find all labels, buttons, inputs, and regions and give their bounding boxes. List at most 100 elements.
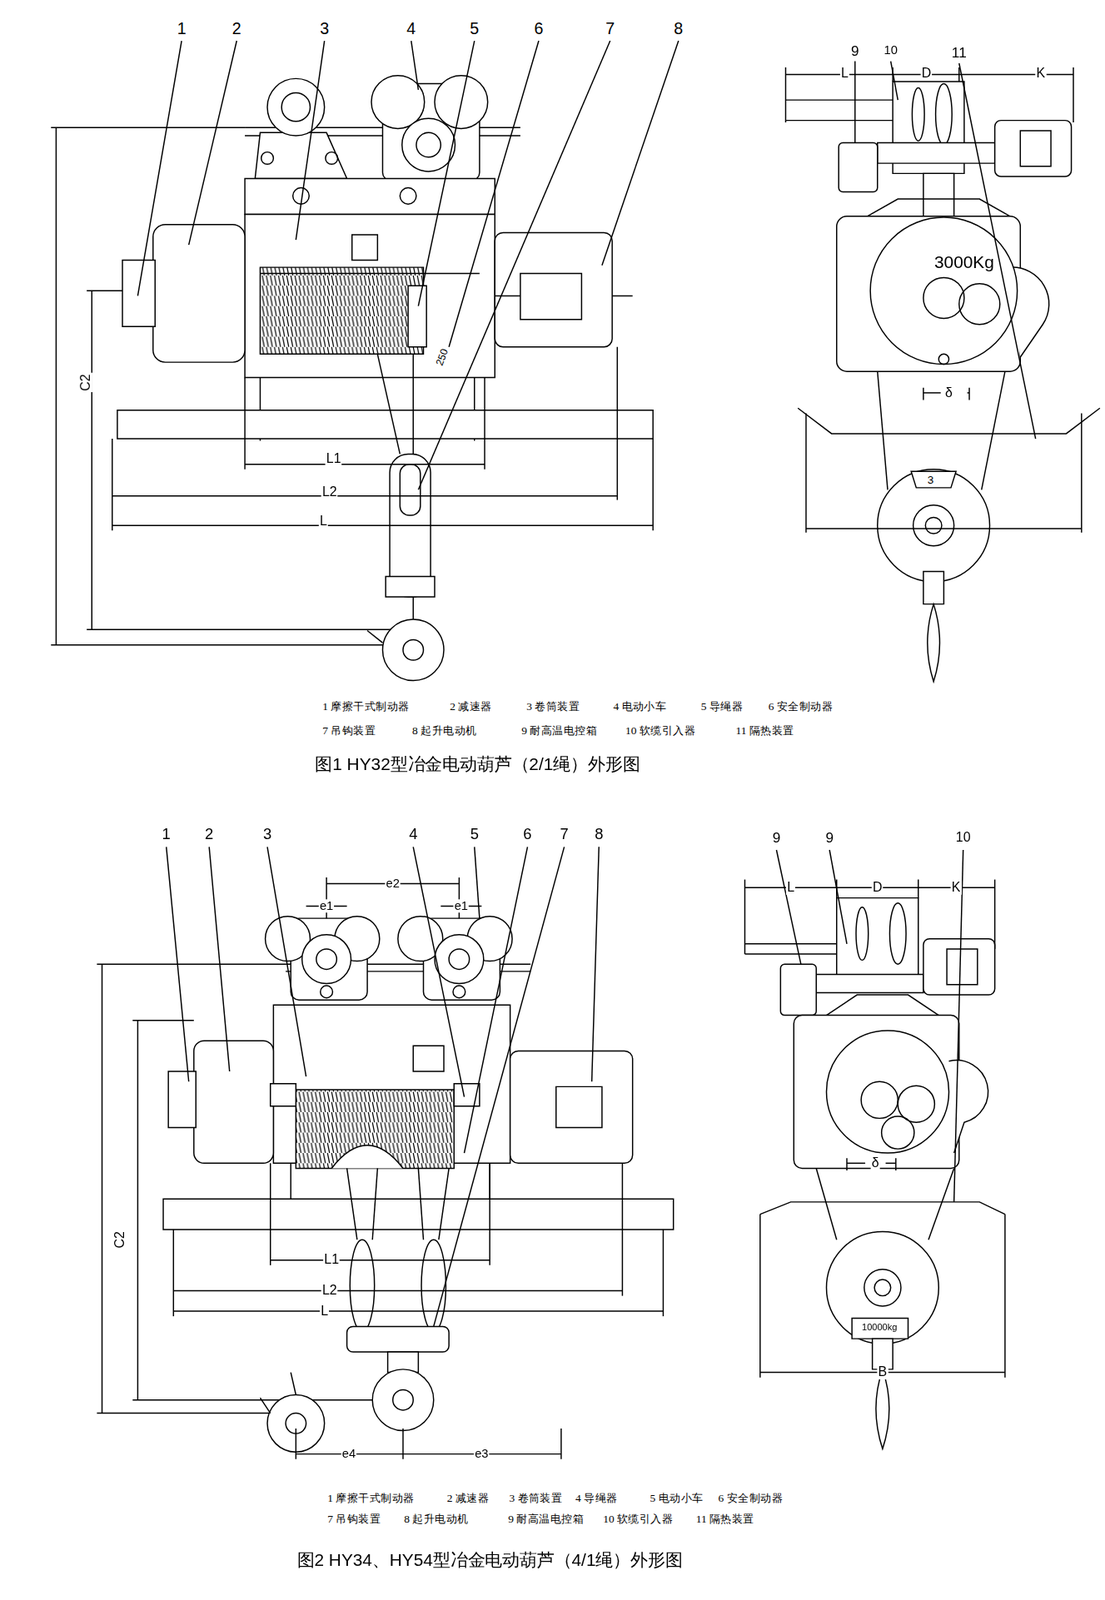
dimension-label: L1 bbox=[323, 1253, 340, 1269]
drawing-circle bbox=[302, 935, 352, 985]
drawing-line bbox=[846, 1158, 847, 1171]
drawing-line bbox=[418, 40, 474, 307]
drawing-rect bbox=[352, 234, 379, 261]
callout-number: 1 bbox=[160, 826, 172, 844]
drawing-ellipse bbox=[889, 903, 906, 966]
drawing-line bbox=[418, 40, 610, 490]
drawing-line bbox=[981, 371, 1006, 490]
drawing-line bbox=[173, 1229, 175, 1317]
drawing-line bbox=[652, 438, 654, 531]
drawing-line bbox=[50, 644, 409, 646]
drawing-line bbox=[785, 99, 893, 101]
drawing-circle bbox=[452, 985, 466, 999]
drawing-path bbox=[876, 1369, 890, 1450]
drawing-path bbox=[927, 604, 941, 682]
callout-number: 11 bbox=[950, 44, 968, 61]
drawing-rect bbox=[923, 173, 955, 216]
drawing-circle bbox=[881, 1116, 915, 1150]
drawing-rect bbox=[816, 975, 924, 994]
drawing-rect bbox=[995, 120, 1072, 177]
drawing-line bbox=[612, 295, 633, 297]
part-legend: 1 摩擦干式制动器 bbox=[326, 1492, 416, 1505]
drawing-rect bbox=[385, 577, 435, 598]
drawing-rect bbox=[413, 1045, 444, 1072]
drawing-line bbox=[166, 846, 190, 1082]
drawing-line bbox=[137, 1020, 139, 1401]
drawing-line bbox=[785, 67, 787, 123]
load-label: 10000kg bbox=[861, 1324, 899, 1334]
drawing-circle bbox=[320, 985, 334, 999]
part-legend: 3 卷筒装置 bbox=[525, 700, 581, 713]
dimension-label: e4 bbox=[341, 1448, 358, 1462]
callout-number: 8 bbox=[672, 19, 684, 39]
drawing-line bbox=[270, 1259, 490, 1261]
drawing-circle bbox=[402, 118, 456, 172]
part-legend: 9 耐高温电控箱 bbox=[507, 1512, 585, 1525]
drawing-rect bbox=[270, 1084, 297, 1107]
drawing-rect bbox=[946, 949, 978, 986]
drawing-line bbox=[622, 1163, 623, 1296]
drawing-line bbox=[895, 1158, 896, 1171]
drawing-ellipse bbox=[935, 84, 953, 146]
drawing-line bbox=[243, 378, 245, 470]
part-legend: 10 软缆引入器 bbox=[602, 1512, 675, 1525]
drawing-path bbox=[331, 1145, 404, 1170]
drawing-line bbox=[617, 347, 618, 501]
drawing-line bbox=[112, 525, 653, 527]
drawing-line bbox=[928, 1168, 955, 1240]
part-legend: 10 软缆引入器 bbox=[624, 724, 697, 737]
drawing-line bbox=[744, 943, 837, 945]
dimension-label: D bbox=[920, 65, 933, 81]
drawing-circle bbox=[826, 1030, 949, 1154]
drawing-circle bbox=[448, 949, 470, 971]
drawing-ellipse bbox=[856, 907, 869, 961]
drawing-rect bbox=[510, 1050, 633, 1164]
drawing-circle bbox=[372, 1369, 434, 1432]
drawing-line bbox=[785, 119, 893, 121]
part-legend: 11 隔热装置 bbox=[694, 1512, 756, 1525]
dimension-label: C2 bbox=[78, 373, 94, 393]
drawing-line bbox=[259, 273, 479, 274]
part-legend: 5 导绳器 bbox=[700, 700, 745, 713]
drawing-line bbox=[86, 629, 409, 631]
drawing-circle bbox=[399, 188, 417, 205]
drawing-line bbox=[816, 1168, 837, 1240]
drawing-line bbox=[602, 40, 679, 266]
drawing-path bbox=[910, 471, 956, 488]
drawing-g bbox=[50, 40, 1101, 1460]
drawing-polygon bbox=[254, 132, 347, 179]
drawing-line bbox=[1080, 413, 1082, 533]
drawing-line bbox=[759, 1214, 761, 1379]
drawing-line bbox=[267, 846, 307, 1077]
callout-number: 3 bbox=[262, 826, 274, 844]
part-legend: 2 减速器 bbox=[448, 700, 493, 713]
drawing-circle bbox=[938, 353, 949, 364]
drawing-path bbox=[949, 1060, 989, 1154]
drawing-line bbox=[438, 1168, 449, 1240]
callout-number: 9 bbox=[850, 43, 861, 60]
drawing-rect bbox=[836, 216, 1021, 372]
drawing-circle bbox=[959, 283, 1001, 325]
dimension-label: D bbox=[871, 881, 884, 896]
drawing-line bbox=[494, 295, 521, 297]
callout-number: 9 bbox=[824, 830, 835, 847]
part-legend: 4 电动小车 bbox=[612, 700, 667, 713]
part-legend: 2 减速器 bbox=[445, 1492, 490, 1505]
part-legend: 3 卷筒装置 bbox=[507, 1492, 563, 1505]
drawing-line bbox=[96, 964, 286, 966]
drawing-line bbox=[474, 846, 480, 919]
drawing-line bbox=[101, 964, 103, 1414]
part-legend: 1 摩擦干式制动器 bbox=[321, 700, 411, 713]
dimension-label: B bbox=[876, 1365, 888, 1381]
drawing-circle bbox=[434, 935, 484, 985]
drawing-polyline bbox=[826, 995, 939, 1016]
callout-number: 4 bbox=[405, 19, 417, 39]
drawing-circle bbox=[393, 1389, 414, 1411]
callout-number: 5 bbox=[468, 826, 480, 844]
dimension-label: K bbox=[950, 881, 962, 896]
dimension-label: L2 bbox=[321, 484, 339, 500]
drawing-circle bbox=[281, 93, 310, 122]
drawing-line bbox=[413, 846, 464, 1097]
